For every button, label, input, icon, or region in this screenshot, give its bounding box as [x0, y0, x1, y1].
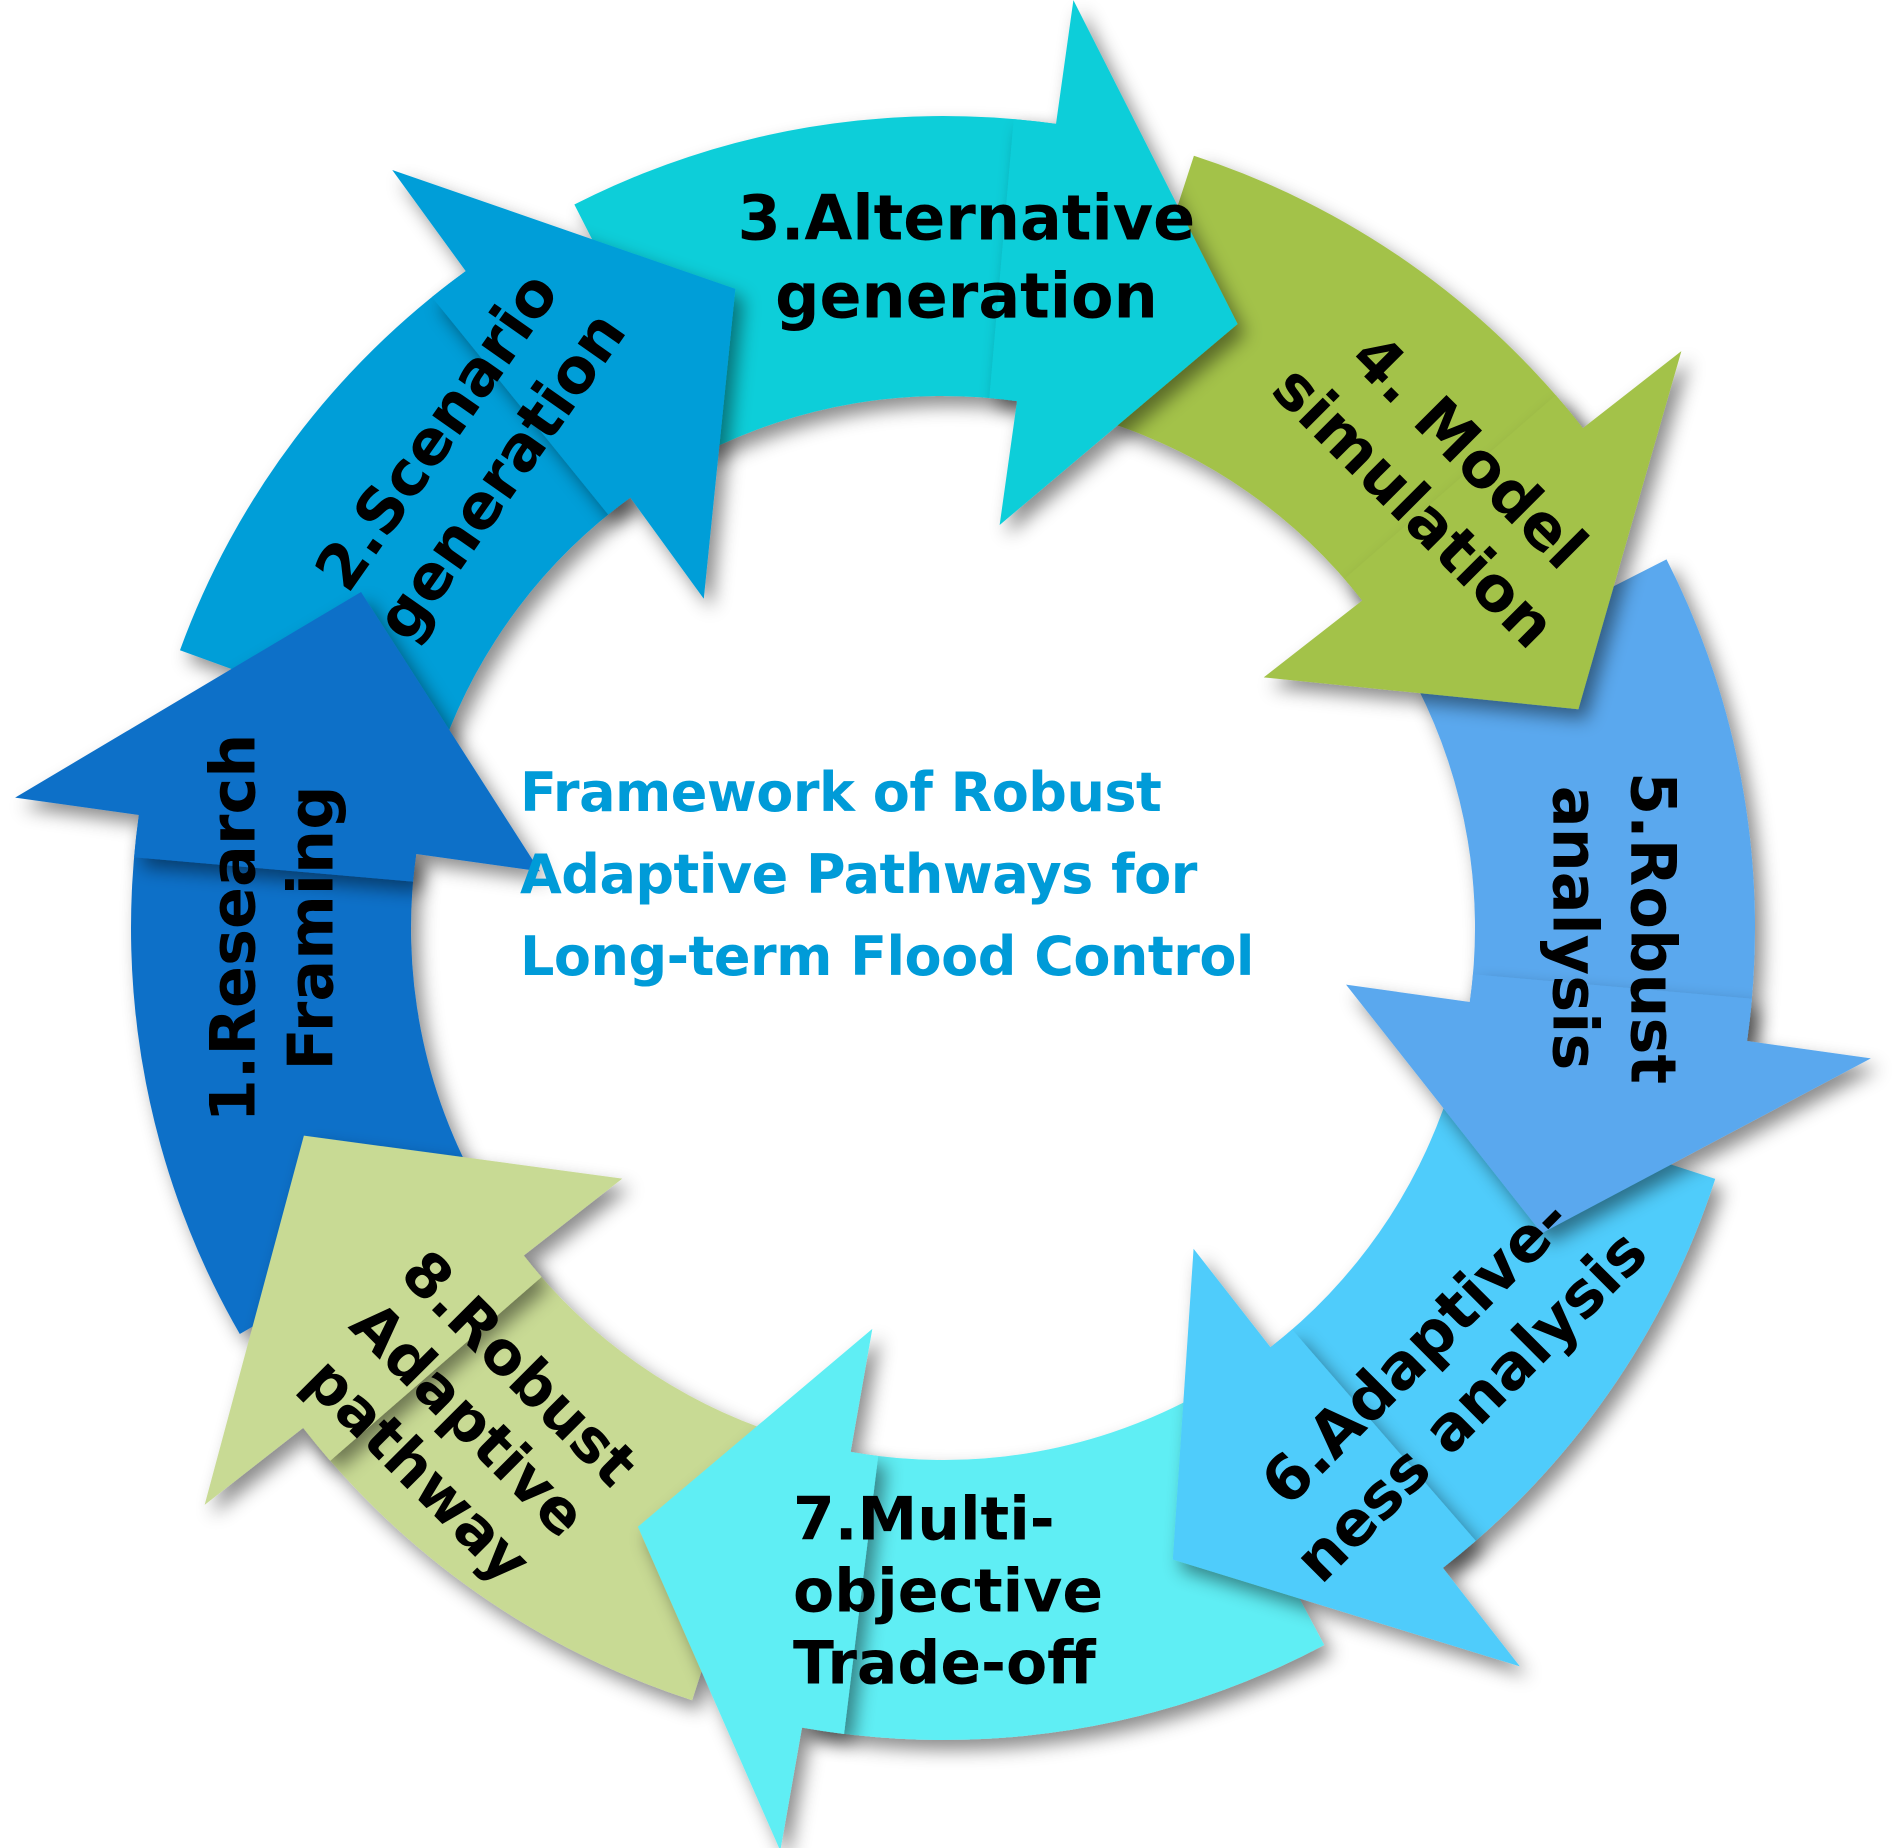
step-8-arrow-head — [204, 1135, 623, 1505]
step-7-arrow-head — [637, 1328, 879, 1848]
step-3-label-line-2: generation — [775, 260, 1158, 333]
step-5-label-line-1: 5.Robust — [1617, 772, 1690, 1084]
step-6-arrow-head — [1172, 1248, 1520, 1667]
step-3-label-line-1: 3.Alternative — [738, 182, 1196, 255]
step-7-label-line-2: objective — [793, 1557, 1103, 1627]
step-2-arrow-head — [392, 169, 736, 599]
step-1-arrow-head — [15, 592, 540, 882]
step-5-arrow-head — [1346, 974, 1871, 1234]
title-line-1: Framework of Robust — [520, 761, 1162, 824]
step-7-label-line-3: Trade-off — [793, 1629, 1097, 1699]
step-1-label-line-2: Framing — [274, 785, 347, 1070]
step-3-arrow-head — [989, 0, 1238, 525]
title-line-3: Long-term Flood Control — [520, 925, 1254, 988]
step-5-label-line-2: analysis — [1539, 786, 1612, 1071]
diagram-title: Framework of Robust Adaptive Pathways fo… — [520, 752, 1420, 998]
step-1-label-line-1: 1.Research — [196, 734, 269, 1123]
step-7-label-line-1: 7.Multi- — [793, 1485, 1055, 1555]
step-4-arrow-head — [1263, 351, 1682, 710]
title-line-2: Adaptive Pathways for — [520, 843, 1197, 906]
